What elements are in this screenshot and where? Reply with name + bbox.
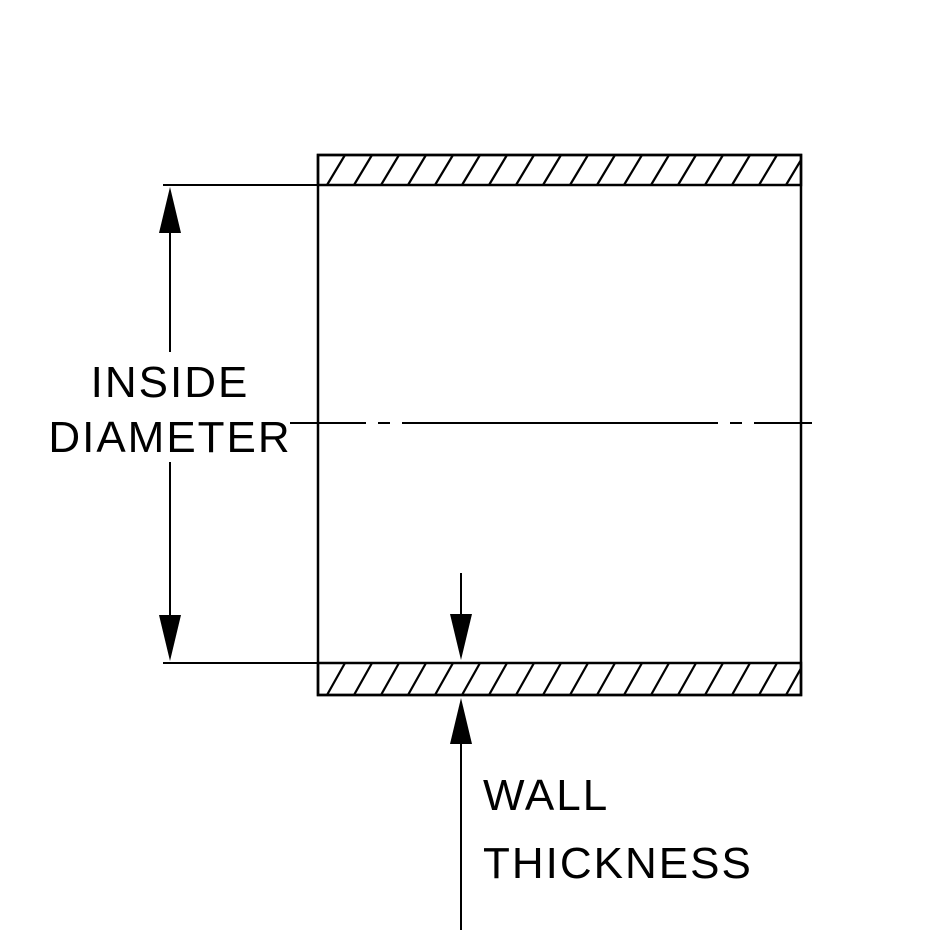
hatch-line — [407, 154, 427, 186]
hatch-line — [515, 662, 535, 696]
tube-body-outline — [316, 153, 803, 697]
hatch-line — [380, 154, 400, 186]
hatch-line — [380, 662, 400, 696]
hatch-line — [569, 662, 589, 696]
inside-diameter-label-line1: INSIDE — [91, 358, 250, 407]
wall-thickness-dimension: WALL THICKNESS — [450, 573, 753, 930]
hatch-line — [326, 154, 346, 186]
inside-diameter-label-line2: DIAMETER — [48, 413, 291, 462]
hatch-line — [488, 154, 508, 186]
hatch-line — [596, 662, 616, 696]
hatch-line — [704, 154, 724, 186]
bottom-wall-hatch-lines — [326, 662, 802, 696]
hatch-line — [407, 662, 427, 696]
hatch-line — [758, 154, 778, 186]
hatch-line — [731, 154, 751, 186]
hatch-line — [542, 154, 562, 186]
hatch-line — [326, 662, 346, 696]
hatch-line — [596, 154, 616, 186]
arrow-up-icon — [159, 187, 181, 233]
hatch-line — [731, 662, 751, 696]
hatch-line — [704, 662, 724, 696]
hatch-line — [650, 154, 670, 186]
hatch-line — [353, 154, 373, 186]
hatch-line — [488, 662, 508, 696]
hatch-line — [515, 154, 535, 186]
hatch-line — [623, 662, 643, 696]
hatch-line — [461, 154, 481, 186]
hatch-line — [542, 662, 562, 696]
wall-thickness-label-line1: WALL — [483, 771, 609, 820]
hatch-line — [785, 667, 802, 696]
inside-diameter-dimension: INSIDE DIAMETER — [48, 184, 318, 664]
wall-thickness-label-line2: THICKNESS — [483, 839, 753, 888]
hatch-line — [677, 154, 697, 186]
hatch-line — [785, 159, 802, 186]
hatch-line — [623, 154, 643, 186]
arrow-down-icon — [450, 614, 472, 660]
top-wall-hatch-lines — [326, 154, 802, 186]
hatch-line — [677, 662, 697, 696]
hatch-line — [758, 662, 778, 696]
arrow-down-icon — [159, 615, 181, 661]
hatch-line — [353, 662, 373, 696]
hatch-line — [569, 154, 589, 186]
arrow-up-icon — [450, 698, 472, 744]
tube-bottom-wall — [316, 661, 803, 697]
hatch-line — [434, 154, 454, 186]
tube-cross-section — [290, 153, 812, 697]
hatch-line — [650, 662, 670, 696]
tube-top-wall — [316, 153, 803, 187]
hatch-line — [461, 662, 481, 696]
hatch-line — [434, 662, 454, 696]
